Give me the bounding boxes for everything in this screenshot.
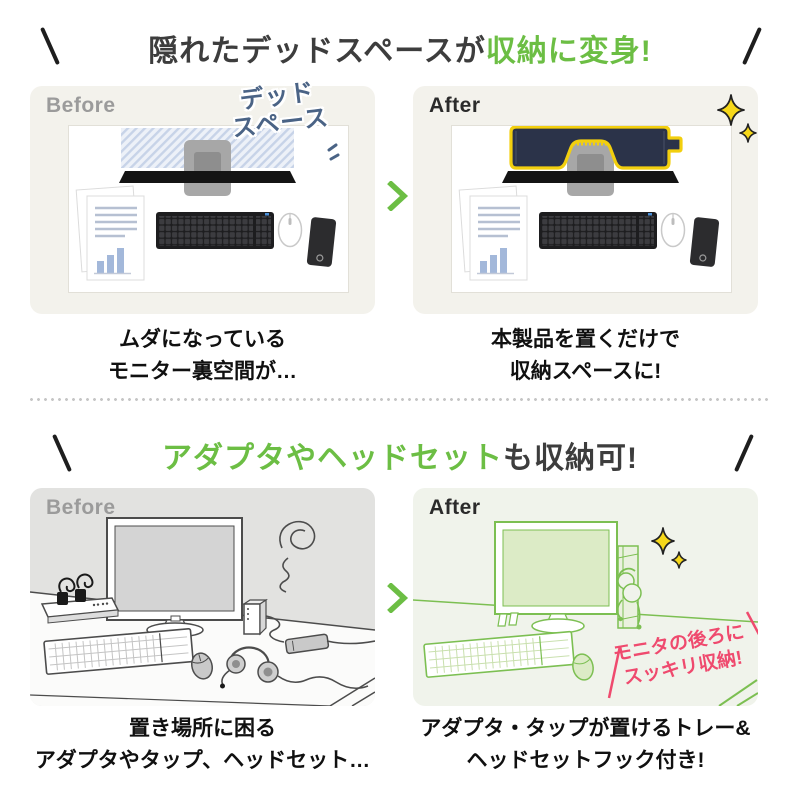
- section1-title-green: 収納に変身!: [485, 35, 652, 68]
- after-label: After: [429, 94, 481, 117]
- section1-title-dark: 隠れたデッドスペースが: [148, 35, 486, 68]
- monitor-illustration: [502, 171, 679, 183]
- mouse-illustration: [277, 212, 303, 248]
- section1-after-panel: After: [413, 86, 758, 314]
- section1-title: 隠れたデッドスペースが収納に変身!: [0, 26, 800, 70]
- after-desk-topview-illustration: [458, 126, 720, 281]
- desk-topview-frame: [451, 125, 732, 293]
- section1-before-panel: Before: [30, 79, 375, 314]
- sparkle-icon: [717, 94, 757, 143]
- keyboard-illustration: [156, 212, 274, 249]
- ac-adapter-illustration: [284, 633, 375, 655]
- before-desk-topview-illustration: [75, 128, 337, 281]
- monitor-illustration: [494, 521, 618, 634]
- papers-illustration: [458, 185, 528, 281]
- rear-rack-with-headset-illustration: [616, 545, 642, 630]
- messy-desk-illustration: [30, 517, 375, 706]
- section2-after-caption: アダプタ・タップが置けるトレー& ヘッドセットフック付き!: [420, 717, 751, 772]
- pink-backslash-decoration-icon: [745, 611, 758, 636]
- keyboard-illustration: [43, 627, 194, 675]
- before-label: Before: [46, 94, 116, 117]
- tangled-cable-scribble: [279, 520, 316, 593]
- router-illustration: [242, 598, 285, 643]
- mouse-illustration: [191, 652, 213, 680]
- tidy-desk-illustration: [413, 521, 758, 706]
- section2-title-green: アダプタやヘッドセット: [162, 442, 503, 475]
- bar-chart-illustration: [480, 248, 507, 273]
- monitor-stand-front: [567, 183, 614, 196]
- section1-after-caption: 本製品を置くだけで 収納スペースに!: [491, 328, 680, 383]
- monitor-illustration: [119, 171, 296, 183]
- emphasis-dashes-icon: [327, 143, 340, 161]
- section1-before-caption: ムダになっている モニター裏空間が…: [108, 328, 297, 383]
- headset-illustration: [220, 646, 369, 690]
- section2-title-dark: も収納可!: [503, 442, 638, 475]
- section2-before-panel: Before: [30, 488, 375, 706]
- keyboard-illustration: [539, 212, 657, 249]
- dotted-divider: [28, 397, 772, 402]
- smartphone-illustration: [689, 217, 720, 267]
- section2-after-panel: After モニタの後ろに スッキリ収納!: [413, 488, 758, 706]
- smartphone-illustration: [306, 217, 337, 267]
- mouse-illustration: [660, 212, 686, 248]
- chevron-right-icon: [387, 583, 409, 613]
- monitor-stand-front: [184, 183, 231, 196]
- section2-before-caption: 置き場所に困る アダプタやタップ、ヘッドセット…: [34, 717, 371, 772]
- storage-tray-product-illustration: [509, 126, 683, 170]
- desk-topview-frame: [68, 125, 349, 293]
- section2-title: アダプタやヘッドセットも収納可!: [0, 433, 800, 477]
- before-label: Before: [46, 496, 116, 519]
- papers-illustration: [75, 185, 145, 281]
- bar-chart-illustration: [97, 248, 124, 273]
- chevron-right-icon: [387, 181, 409, 211]
- desk-corner-line: [718, 679, 758, 706]
- mouse-illustration: [572, 653, 594, 681]
- after-label: After: [429, 496, 481, 519]
- pink-slash-decoration-icon: [607, 645, 622, 699]
- monitor-illustration: [106, 517, 243, 638]
- sparkle-icon: [651, 527, 687, 569]
- desk-corner-line: [736, 692, 758, 706]
- keyboard-illustration: [423, 630, 575, 678]
- power-strip-illustration: [40, 573, 120, 624]
